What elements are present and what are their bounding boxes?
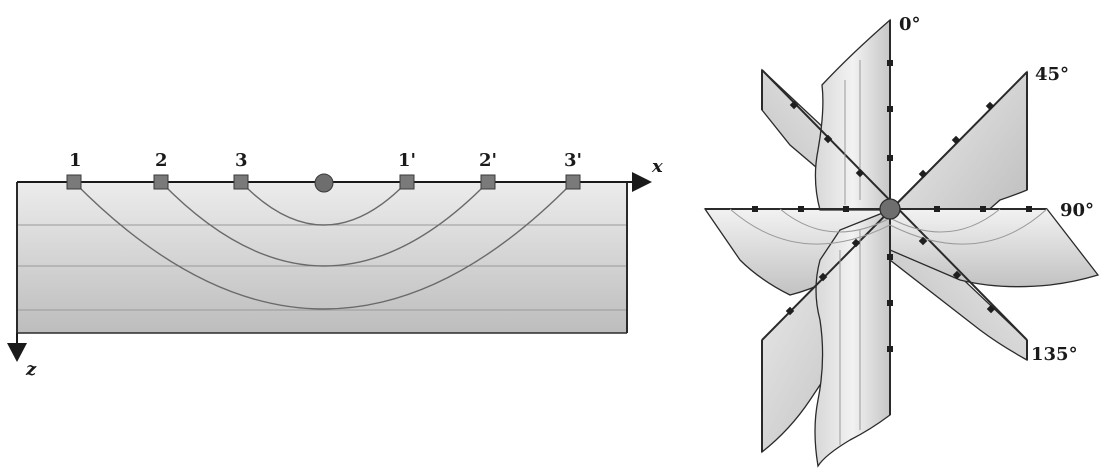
plane-receiver-marker — [980, 206, 986, 212]
z-axis-label: z — [25, 359, 37, 380]
receiver-label-1prime: 1' — [398, 150, 416, 171]
plane-0-lower — [814, 209, 891, 468]
receiver-label-1: 1 — [69, 150, 82, 171]
plane-receiver-marker — [843, 206, 849, 212]
plane-receiver-marker — [887, 300, 893, 306]
plane-receiver-marker — [986, 304, 996, 314]
x-axis-label: x — [651, 156, 663, 177]
receiver-label-2prime: 2' — [479, 150, 497, 171]
plane-receiver-marker — [752, 206, 758, 212]
receiver-marker — [153, 174, 169, 190]
receiver-marker — [233, 174, 249, 190]
receiver-label-3: 3 — [235, 150, 248, 171]
receiver-label-2: 2 — [155, 150, 168, 171]
plane-ray-curve — [889, 208, 1048, 245]
plane-receiver-marker — [887, 155, 893, 161]
plane-receiver-marker — [798, 206, 804, 212]
plane-ray-curve — [779, 208, 891, 233]
plane-receiver-marker — [818, 272, 828, 282]
section-view: 1 2 3 1' 2' 3' x z — [7, 150, 663, 380]
plane-0-upper — [814, 18, 891, 211]
earth-section-box — [17, 182, 627, 333]
azimuth-label-90: 90° — [1060, 200, 1094, 221]
ray-path-2-2prime — [160, 181, 489, 267]
plane-receiver-marker — [887, 254, 893, 260]
azimuth-label-135: 135° — [1031, 344, 1078, 365]
receiver-marker — [66, 174, 82, 190]
receiver-label-3prime: 3' — [564, 150, 582, 171]
plane-receiver-marker — [1026, 206, 1032, 212]
plane-receiver-marker — [952, 270, 962, 280]
plane-receiver-marker — [887, 60, 893, 66]
receivers — [66, 174, 581, 190]
plane-receiver-marker — [887, 106, 893, 112]
plane-receiver-marker — [934, 206, 940, 212]
azimuth-planes-view: 0° 45° 90° 135° — [703, 14, 1100, 468]
azimuth-label-0: 0° — [899, 14, 921, 35]
x-axis-arrow — [632, 172, 652, 192]
ray-paths — [73, 181, 574, 310]
plane-receiver-marker — [785, 306, 795, 316]
source-marker — [314, 173, 334, 193]
receiver-marker — [480, 174, 496, 190]
plane-ray-curve — [889, 208, 1001, 233]
receiver-marker — [399, 174, 415, 190]
z-axis-arrow — [7, 343, 27, 362]
plane-receiver-marker — [887, 346, 893, 352]
receiver-marker — [565, 174, 581, 190]
azimuth-label-45: 45° — [1035, 64, 1069, 85]
ray-path-3-3prime — [240, 181, 408, 226]
plane-ray-curve — [729, 208, 891, 245]
plane-source-marker — [879, 198, 901, 220]
ray-path-1-1prime — [73, 181, 574, 310]
